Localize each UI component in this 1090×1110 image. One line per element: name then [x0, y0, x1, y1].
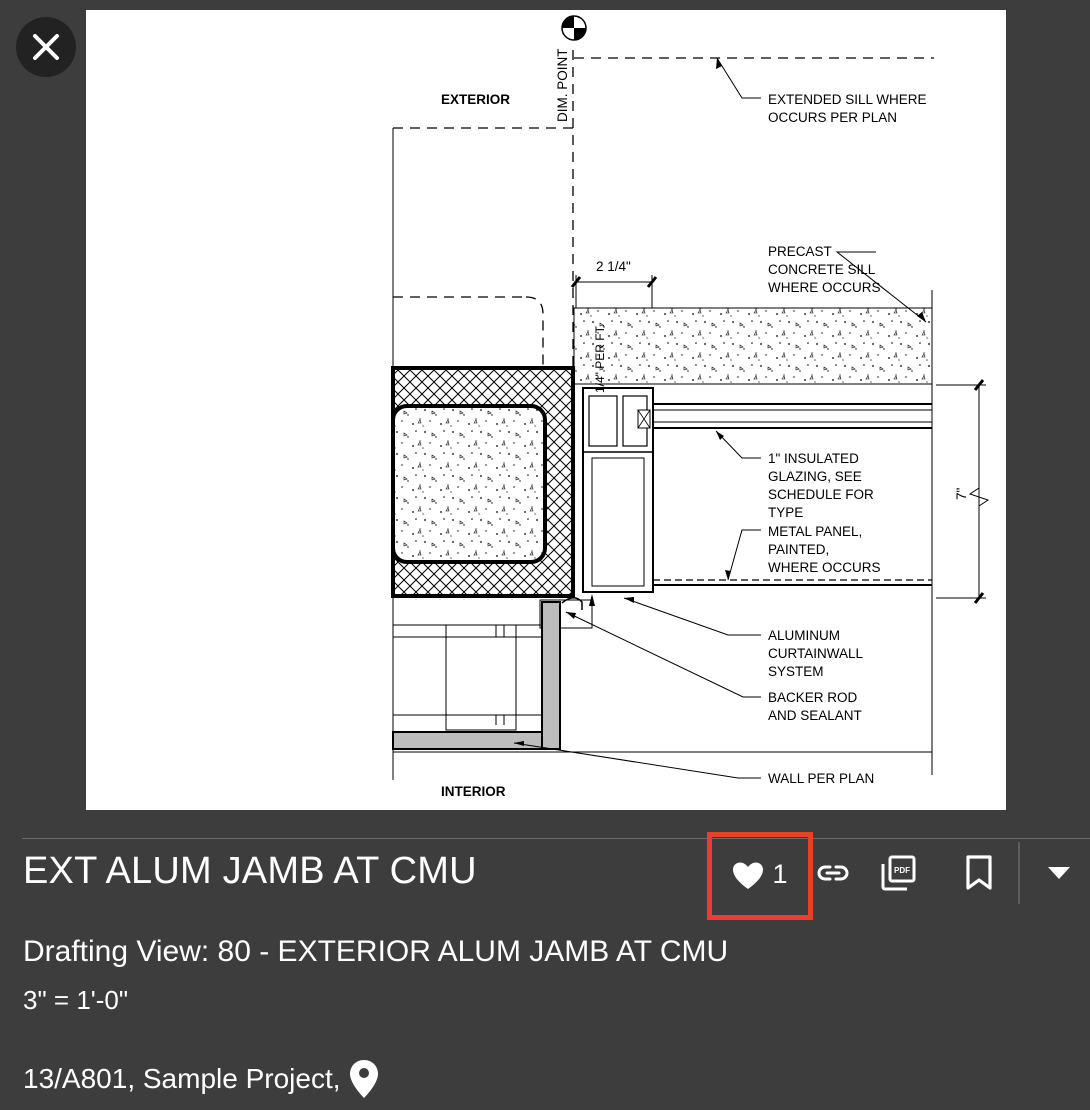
dim-point-label: DIM. POINT: [555, 49, 570, 123]
dim-7-label: 7": [954, 487, 969, 500]
note-alum-line1: ALUMINUM: [768, 628, 840, 643]
scale-label: 3" = 1'-0": [23, 985, 129, 1015]
pdf-button[interactable]: PDF: [873, 846, 923, 900]
bookmark-button[interactable]: [954, 846, 1004, 900]
dim-point-symbol: [561, 15, 587, 41]
link-icon: [817, 865, 849, 881]
note-precast-line2: CONCRETE SILL: [768, 262, 876, 277]
copy-link-button[interactable]: [808, 846, 858, 900]
dim-2-1-4-label: 2 1/4": [596, 259, 631, 274]
svg-text:PDF: PDF: [894, 866, 910, 875]
pdf-icon: PDF: [881, 855, 916, 891]
exterior-label: EXTERIOR: [441, 92, 510, 107]
chevron-down-icon: [1048, 867, 1070, 879]
note-precast-line3: WHERE OCCURS: [768, 280, 881, 295]
drafting-view-subtitle: Drafting View: 80 - EXTERIOR ALUM JAMB A…: [23, 935, 729, 968]
note-panel-line3: WHERE OCCURS: [768, 560, 881, 575]
like-count: 1: [772, 858, 788, 889]
drawing-image: EXTERIOR INTERIOR DIM. POINT 2 1/4" 1/4"…: [86, 10, 1006, 810]
note-backer-line2: AND SEALANT: [768, 708, 862, 723]
note-alum-line2: CURTAINWALL: [768, 646, 864, 661]
slope-label: 1/4" PER FT.: [593, 324, 607, 393]
note-panel-line1: METAL PANEL,: [768, 524, 862, 539]
note-glazing-line1: 1" INSULATED: [768, 451, 859, 466]
like-button[interactable]: 1: [707, 832, 813, 920]
interior-label: INTERIOR: [441, 784, 506, 799]
note-glazing-line2: GLAZING, SEE: [768, 469, 862, 484]
close-button[interactable]: [16, 17, 76, 77]
page-title: EXT ALUM JAMB AT CMU: [23, 850, 477, 892]
note-panel-line2: PAINTED,: [768, 542, 829, 557]
note-sill-line2: OCCURS PER PLAN: [768, 110, 897, 125]
note-precast-line1: PRECAST: [768, 244, 832, 259]
divider: [22, 838, 1090, 839]
note-glazing-line4: TYPE: [768, 505, 803, 520]
note-backer-line1: BACKER ROD: [768, 690, 858, 705]
more-options-button[interactable]: [1034, 846, 1084, 900]
note-glazing-line3: SCHEDULE FOR: [768, 487, 874, 502]
heart-icon: [733, 862, 764, 889]
note-sill-line1: EXTENDED SILL WHERE: [768, 92, 927, 107]
map-pin-icon[interactable]: [349, 1059, 379, 1099]
location-row: 13/A801, Sample Project,: [23, 1058, 379, 1100]
note-wall: WALL PER PLAN: [768, 771, 874, 786]
bookmark-icon: [966, 855, 992, 890]
note-alum-line3: SYSTEM: [768, 664, 824, 679]
location-text: 13/A801, Sample Project,: [23, 1063, 341, 1094]
toolbar-separator: [1018, 842, 1020, 904]
close-icon: [33, 34, 59, 60]
